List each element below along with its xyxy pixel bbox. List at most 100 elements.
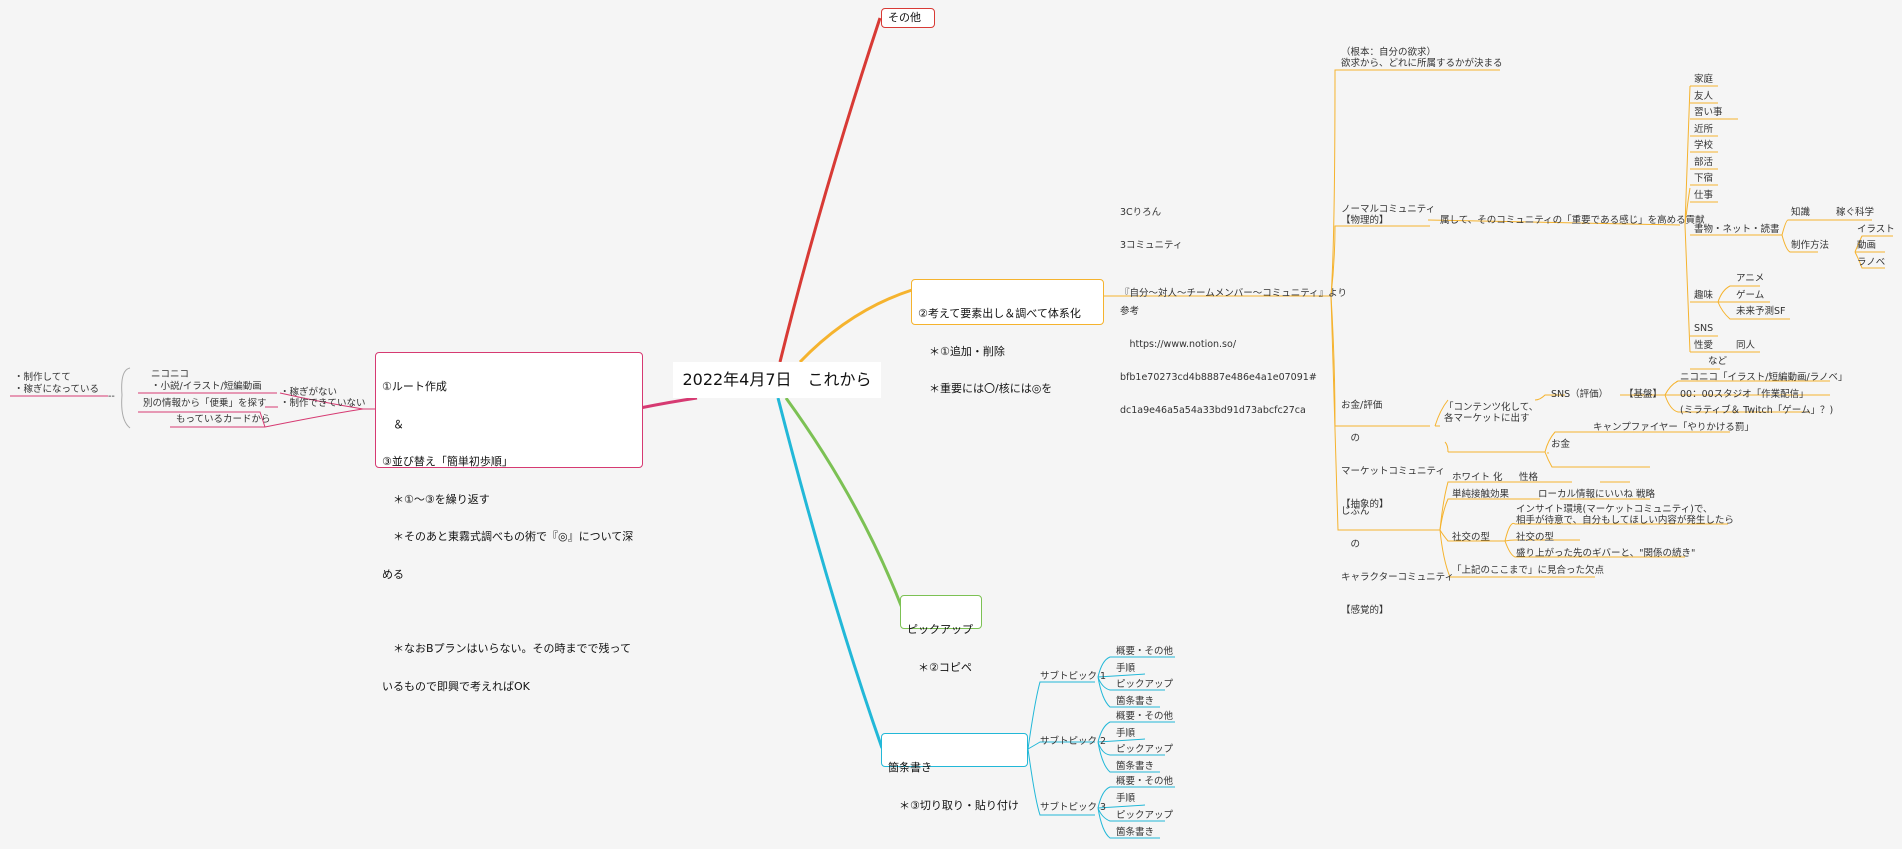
sub3-gaiyou[interactable]: 概要・その他 — [1116, 776, 1174, 787]
note-7: dc1a9e46a5a54a33bd91d73abcfc27ca — [1120, 405, 1306, 416]
node-no-earn[interactable]: ・稼ぎがない — [280, 387, 338, 398]
sub1-tejun[interactable]: 手順 — [1116, 663, 1136, 674]
node-normal2[interactable]: 【物理的】 — [1341, 215, 1389, 226]
list-item[interactable]: 習い事 — [1694, 107, 1723, 118]
node-future[interactable]: 未来予測SF — [1736, 306, 1786, 317]
list-item[interactable]: 下宿 — [1694, 173, 1714, 184]
list-item[interactable]: 部活 — [1694, 157, 1714, 168]
node-nico-ill[interactable]: ニコニコ「イラスト/短編動画/ラノベ」 — [1680, 372, 1848, 383]
branch-pickup[interactable]: ピックアップ ＊②コピペ — [900, 595, 982, 673]
node-chara[interactable]: じぶん の キャラクターコミュニティ 【感覚的】 — [1341, 484, 1454, 627]
branch-think[interactable]: ②考えて要素出し＆調べて体系化 ＊①追加・削除 ＊重要には〇/核には◎を — [911, 279, 1104, 395]
sub3-pickup[interactable]: ピックアップ — [1116, 810, 1174, 821]
node-local[interactable]: ローカル情報にいいね 戦略 — [1538, 489, 1656, 500]
node-belong[interactable]: 属して、そのコミュニティの「重要である感じ」を高める貢献 — [1440, 215, 1705, 226]
node-sub3[interactable]: サブトピック 3 — [1040, 802, 1107, 813]
branch-bullets[interactable]: 箇条書き ＊③切り取り・貼り付け — [881, 733, 1028, 811]
node-moriagari[interactable]: 盛り上がった先のギバーと、"関係の続き" — [1516, 548, 1696, 559]
node-anime[interactable]: アニメ — [1736, 273, 1765, 284]
node-sub2[interactable]: サブトピック 2 — [1040, 736, 1107, 747]
node-niconico[interactable]: ニコニコ — [151, 369, 190, 380]
node-etc[interactable]: など — [1708, 356, 1728, 367]
left-l7 — [382, 606, 636, 618]
node-knowledge[interactable]: 知識 — [1791, 207, 1811, 218]
node-earn-sci[interactable]: 稼ぐ科学 — [1836, 207, 1875, 218]
node-sns-eval[interactable]: SNS（評価） — [1551, 389, 1609, 400]
list-item[interactable]: 学校 — [1694, 140, 1714, 151]
left-l8: ＊なおBプランはいらない。その時までで残って — [382, 642, 631, 655]
list-item[interactable]: 仕事 — [1694, 190, 1714, 201]
node-cards[interactable]: もっているカードから — [176, 414, 271, 425]
central-topic[interactable]: 2022年4月7日 これから — [673, 362, 881, 398]
node-dash[interactable]: -- — [108, 391, 115, 402]
left-l6: める — [382, 567, 404, 581]
branch-other[interactable]: その他 — [881, 8, 935, 28]
chara-2: の — [1341, 539, 1361, 550]
node-white[interactable]: ホワイト 化 — [1452, 472, 1503, 483]
node-movie[interactable]: 動画 — [1857, 240, 1877, 251]
node-shako[interactable]: 社交の型 — [1452, 532, 1491, 543]
node-made[interactable]: ・制作してて — [14, 372, 71, 383]
branch-left[interactable]: ①ルート作成 ＆ ③並び替え「簡単初歩順」 ＊①～③を繰り返す ＊そのあと東霧式… — [375, 352, 643, 692]
node-root2[interactable]: 欲求から、どれに所属するかが決まる — [1341, 58, 1503, 69]
node-basic[interactable]: 【基盤】 — [1624, 389, 1663, 400]
sub1-gaiyou[interactable]: 概要・その他 — [1116, 646, 1174, 657]
node-content1[interactable]: 「コンテンツ化して、 — [1444, 402, 1539, 413]
node-seikaku[interactable]: 性格 — [1519, 472, 1539, 483]
sub1-kajou[interactable]: 箇条書き — [1116, 696, 1155, 707]
node-root1[interactable]: （根本：自分の欲求） — [1341, 47, 1437, 58]
node-insight2[interactable]: 相手が待意で、自分もしてほしい内容が発生したら — [1516, 515, 1734, 526]
left-l2: ＆ — [382, 417, 404, 431]
node-illust[interactable]: イラスト — [1857, 224, 1895, 235]
node-self[interactable]: 『自分～対人～チームメンバー～コミュニティ』より — [1120, 288, 1347, 299]
node-method[interactable]: 制作方法 — [1791, 240, 1830, 251]
branch-think-title: ②考えて要素出し＆調べて体系化 — [918, 307, 1081, 320]
sub2-pickup[interactable]: ピックアップ — [1116, 744, 1174, 755]
sub3-kajou[interactable]: 箇条書き — [1116, 827, 1155, 838]
node-tanjun[interactable]: 単純接触効果 — [1452, 489, 1510, 500]
sub2-tejun[interactable]: 手順 — [1116, 728, 1136, 739]
node-earning[interactable]: ・稼ぎになっている — [14, 384, 100, 395]
node-hobby[interactable]: 趣味 — [1694, 290, 1714, 301]
node-insight1[interactable]: インサイト環境(マーケットコミュニティ)で、 — [1516, 504, 1713, 515]
node-books[interactable]: 書物・ネット・読書 — [1694, 224, 1780, 235]
node-studio[interactable]: 00：00スタジオ「作業配信」 — [1680, 389, 1809, 400]
note-6: bfb1e70273cd4b8887e486e4a1e07091# — [1120, 372, 1317, 383]
node-novel[interactable]: ・小説/イラスト/短編動画 — [151, 381, 262, 392]
node-love[interactable]: 性愛 — [1694, 340, 1714, 351]
node-game[interactable]: ゲーム — [1736, 290, 1765, 301]
note-4: 参考 — [1120, 306, 1140, 317]
money-2: の — [1341, 433, 1361, 444]
branch-pickup-title: ピックアップ — [907, 623, 973, 636]
left-l5: ＊そのあと東霧式調べもの術で『◎』について深 — [382, 530, 634, 543]
branch-bullets-l2: ＊③切り取り・貼り付け — [888, 798, 1019, 812]
node-camp[interactable]: キャンプファイヤー「やりかける罰」 — [1593, 422, 1754, 433]
chara-3: キャラクターコミュニティ — [1341, 572, 1455, 583]
node-normal1[interactable]: ノーマルコミュニティ — [1341, 204, 1436, 215]
note-block[interactable]: 3Cりろん 3コミュニティ 参考 https://www.notion.so/ … — [1120, 185, 1317, 427]
money-1: お金/評価 — [1341, 400, 1383, 411]
list-item[interactable]: 近所 — [1694, 124, 1714, 135]
node-mirrativ[interactable]: (ミラティブ＆ Twitch「ゲーム」？) — [1680, 405, 1834, 416]
node-okane[interactable]: お金 — [1551, 439, 1571, 450]
node-sns[interactable]: SNS — [1694, 323, 1714, 334]
node-other-info[interactable]: 別の情報から「便乗」を探す — [143, 398, 267, 409]
sub1-pickup[interactable]: ピックアップ — [1116, 679, 1174, 690]
node-above[interactable]: 「上記のここまで」に見合った欠点 — [1452, 565, 1605, 576]
node-money[interactable]: お金/評価 の マーケットコミュニティ 【抽象的】 — [1341, 378, 1445, 521]
sub2-gaiyou[interactable]: 概要・その他 — [1116, 711, 1174, 722]
sub2-kajou[interactable]: 箇条書き — [1116, 761, 1155, 772]
list-item[interactable]: 友人 — [1694, 91, 1714, 102]
left-l9: いるもので即興で考えればOK — [382, 679, 530, 693]
node-content2[interactable]: 各マーケットに出す — [1444, 413, 1530, 424]
node-ranobe[interactable]: ラノベ — [1857, 257, 1886, 268]
node-doujin[interactable]: 同人 — [1736, 340, 1756, 351]
sub3-tejun[interactable]: 手順 — [1116, 793, 1136, 804]
node-no-make[interactable]: ・制作できていない — [280, 398, 366, 409]
node-shako2[interactable]: 社交の型 — [1516, 532, 1555, 543]
branch-think-l2: ＊①追加・削除 — [918, 344, 1005, 358]
node-sub1[interactable]: サブトピック 1 — [1040, 671, 1107, 682]
money-4: 【抽象的】 — [1341, 499, 1389, 510]
list-item[interactable]: 家庭 — [1694, 74, 1714, 85]
